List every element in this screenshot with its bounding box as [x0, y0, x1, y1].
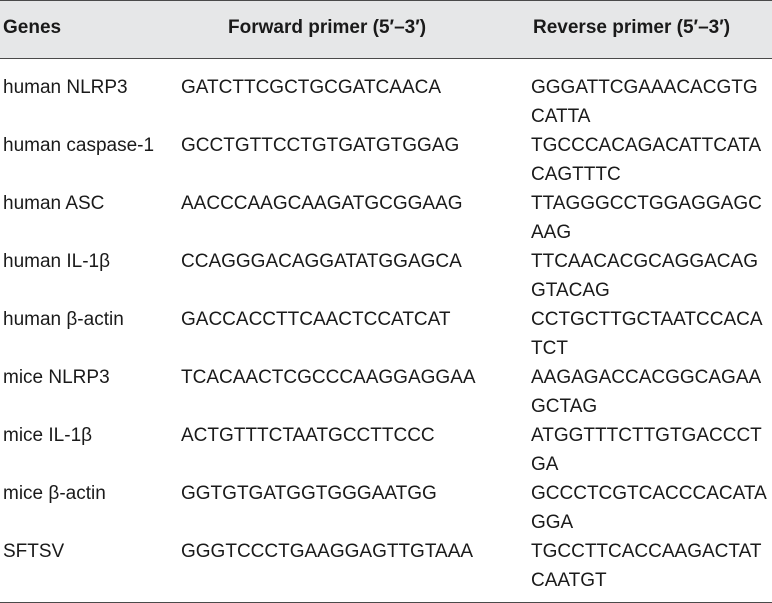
header-rule: [0, 58, 772, 59]
reverse-primer-cell: GGGATTCGAAACACGTGCATTA: [531, 77, 758, 127]
reverse-primer-cell: ATGGTTTCTTGTGACCCTGA: [531, 425, 762, 475]
gene-cell: SFTSV: [3, 541, 65, 562]
gene-cell: human ASC: [3, 193, 105, 214]
table-row: SFTSV GGGTCCCTGAAGGAGTTGTAAA TGCCTTCACCA…: [0, 537, 772, 595]
table-row: human caspase-1 GCCTGTTCCTGTGATGTGGAG TG…: [0, 131, 772, 189]
reverse-primer-cell: CCTGCTTGCTAATCCACATCT: [531, 309, 763, 359]
table-row: human ASC AACCCAAGCAAGATGCGGAAG TTAGGGCC…: [0, 189, 772, 247]
forward-primer-cell: GACCACCTTCAACTCCATCAT: [181, 309, 451, 330]
forward-primer-cell: GCCTGTTCCTGTGATGTGGAG: [181, 135, 460, 156]
forward-primer-cell: CCAGGGACAGGATATGGAGCA: [181, 251, 462, 272]
table-body: human NLRP3 GATCTTCGCTGCGATCAACA GGGATTC…: [0, 73, 772, 595]
forward-primer-cell: GGTGTGATGGTGGGAATGG: [181, 483, 437, 504]
top-rule: [0, 0, 772, 1]
gene-cell: human IL-1β: [3, 251, 111, 272]
forward-primer-cell: AACCCAAGCAAGATGCGGAAG: [181, 193, 463, 214]
table-row: mice IL-1β ACTGTTTCTAATGCCTTCCC ATGGTTTC…: [0, 421, 772, 479]
reverse-primer-cell: TTCAACACGCAGGACAGGTACAG: [531, 251, 758, 301]
table-row: human IL-1β CCAGGGACAGGATATGGAGCA TTCAAC…: [0, 247, 772, 305]
gene-cell: human NLRP3: [3, 77, 128, 98]
gene-cell: mice NLRP3: [3, 367, 110, 388]
reverse-primer-cell: TGCCTTCACCAAGACTATCAATGT: [531, 541, 762, 591]
table-row: mice NLRP3 TCACAACTCGCCCAAGGAGGAA AAGAGA…: [0, 363, 772, 421]
forward-primer-cell: GGGTCCCTGAAGGAGTTGTAAA: [181, 541, 474, 562]
forward-primer-cell: TCACAACTCGCCCAAGGAGGAA: [181, 367, 476, 388]
table-header: Genes Forward primer (5′–3′) Reverse pri…: [0, 0, 772, 58]
table-row: human β-actin GACCACCTTCAACTCCATCAT CCTG…: [0, 305, 772, 363]
reverse-primer-cell: GCCCTCGTCACCCACATAGGA: [531, 483, 767, 533]
forward-primer-cell: GATCTTCGCTGCGATCAACA: [181, 77, 442, 98]
header-forward-primer: Forward primer (5′–3′): [228, 17, 427, 38]
reverse-primer-cell: TTAGGGCCTGGAGGAGCAAG: [531, 193, 762, 243]
gene-cell: human caspase-1: [3, 135, 155, 156]
table-row: human NLRP3 GATCTTCGCTGCGATCAACA GGGATTC…: [0, 73, 772, 131]
header-genes: Genes: [3, 17, 62, 38]
gene-cell: mice β-actin: [3, 483, 106, 504]
forward-primer-cell: ACTGTTTCTAATGCCTTCCC: [181, 425, 435, 446]
reverse-primer-cell: TGCCCACAGACATTCATACAGTTTC: [531, 135, 762, 185]
gene-cell: mice IL-1β: [3, 425, 93, 446]
header-reverse-primer: Reverse primer (5′–3′): [533, 17, 731, 38]
reverse-primer-cell: AAGAGACCACGGCAGAAGCTAG: [531, 367, 762, 417]
table-row: mice β-actin GGTGTGATGGTGGGAATGG GCCCTCG…: [0, 479, 772, 537]
gene-cell: human β-actin: [3, 309, 124, 330]
